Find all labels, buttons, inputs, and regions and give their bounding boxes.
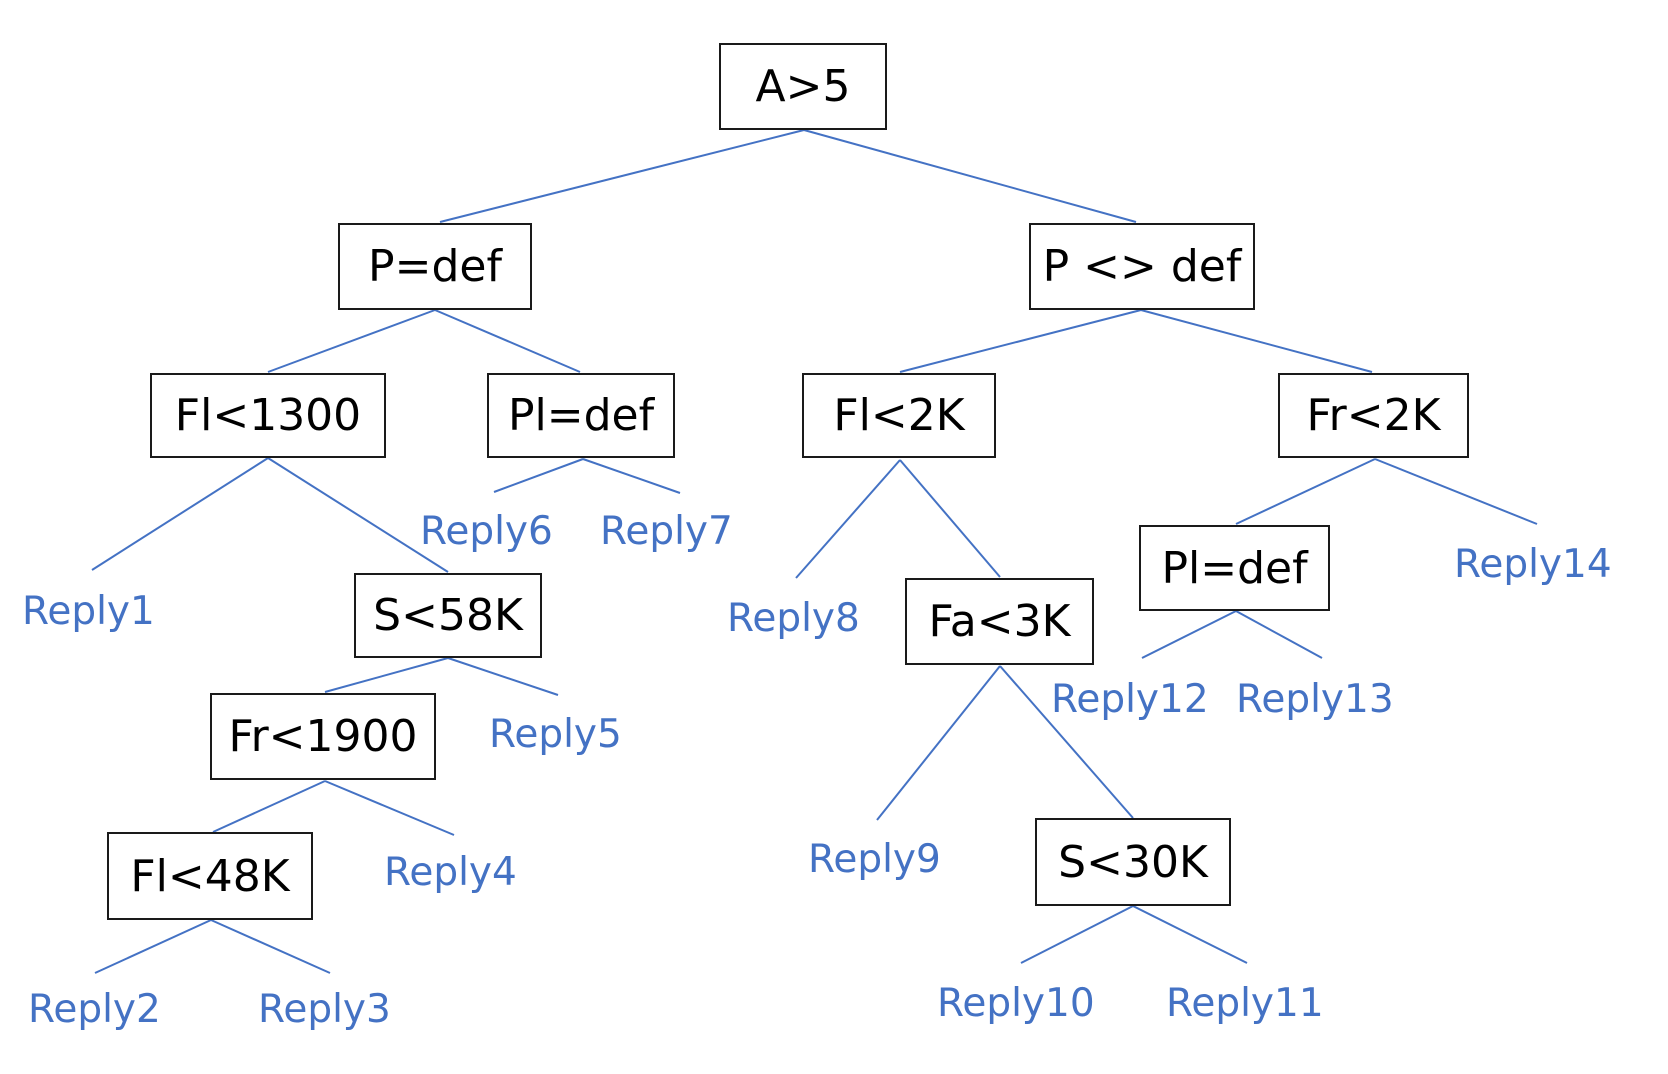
- leaf-reply8: Reply8: [727, 596, 860, 641]
- leaf-reply14: Reply14: [1454, 542, 1612, 587]
- node-fl-lt-48k: Fl<48K: [107, 832, 313, 920]
- leaf-reply11: Reply11: [1166, 981, 1324, 1026]
- edge-pldef2-reply13: [1235, 610, 1323, 659]
- edge-pdef-pldef: [434, 309, 581, 373]
- node-pl-eq-def-left: Pl=def: [487, 373, 675, 458]
- edge-pldef-reply7: [582, 458, 681, 494]
- edge-fl1300-s58k: [267, 457, 449, 573]
- node-fa-lt-3k: Fa<3K: [905, 578, 1094, 665]
- node-s-lt-58k: S<58K: [354, 573, 542, 658]
- leaf-reply7: Reply7: [600, 509, 733, 554]
- edge-pldef2-reply12: [1141, 610, 1237, 659]
- edge-fl48k-reply2: [94, 919, 212, 974]
- edge-s58k-fr1900: [324, 657, 449, 693]
- node-fl-lt-1300: Fl<1300: [150, 373, 386, 458]
- leaf-reply6: Reply6: [420, 509, 553, 554]
- edge-pdef-fl1300: [267, 309, 436, 373]
- node-fr-lt-1900: Fr<1900: [210, 693, 436, 780]
- leaf-reply4: Reply4: [384, 850, 517, 895]
- edge-fa3k-reply9: [876, 665, 1001, 821]
- edge-pnotdef-fr2k: [1140, 309, 1373, 373]
- edge-s30k-reply10: [1020, 905, 1134, 964]
- edge-fl2k-fa3k: [899, 459, 1001, 578]
- edge-fr2k-reply14: [1374, 458, 1538, 525]
- edge-a5-pnotdef: [803, 129, 1137, 223]
- leaf-reply5: Reply5: [489, 712, 622, 757]
- leaf-reply10: Reply10: [937, 981, 1095, 1026]
- edge-fl48k-reply3: [210, 919, 331, 974]
- edge-s30k-reply11: [1132, 905, 1248, 964]
- leaf-reply3: Reply3: [258, 987, 391, 1032]
- leaf-reply12: Reply12: [1051, 677, 1209, 722]
- edge-fr2k-pldef2: [1235, 458, 1376, 525]
- edge-s58k-reply5: [447, 657, 559, 696]
- edge-fr1900-fl48k: [212, 780, 326, 833]
- leaf-reply9: Reply9: [808, 837, 941, 882]
- leaf-reply2: Reply2: [28, 987, 161, 1032]
- edge-fr1900-reply4: [324, 780, 455, 836]
- edge-fl1300-reply1: [91, 457, 269, 571]
- node-p-eq-def: P=def: [338, 223, 532, 310]
- leaf-reply1: Reply1: [22, 589, 155, 634]
- node-pl-eq-def-right: Pl=def: [1139, 525, 1330, 611]
- edge-fa3k-s30k: [999, 665, 1134, 819]
- leaf-reply13: Reply13: [1236, 677, 1394, 722]
- node-p-neq-def: P <> def: [1029, 223, 1255, 310]
- node-s-lt-30k: S<30K: [1035, 818, 1231, 906]
- node-fl-lt-2k: Fl<2K: [802, 373, 996, 458]
- node-fr-lt-2k: Fr<2K: [1278, 373, 1469, 458]
- node-a-gt-5: A>5: [719, 43, 887, 130]
- edge-pldef-reply6: [493, 458, 584, 493]
- edge-fl2k-reply8: [795, 459, 901, 579]
- edge-a5-pdef: [439, 129, 805, 223]
- edge-pnotdef-fl2k: [899, 309, 1142, 373]
